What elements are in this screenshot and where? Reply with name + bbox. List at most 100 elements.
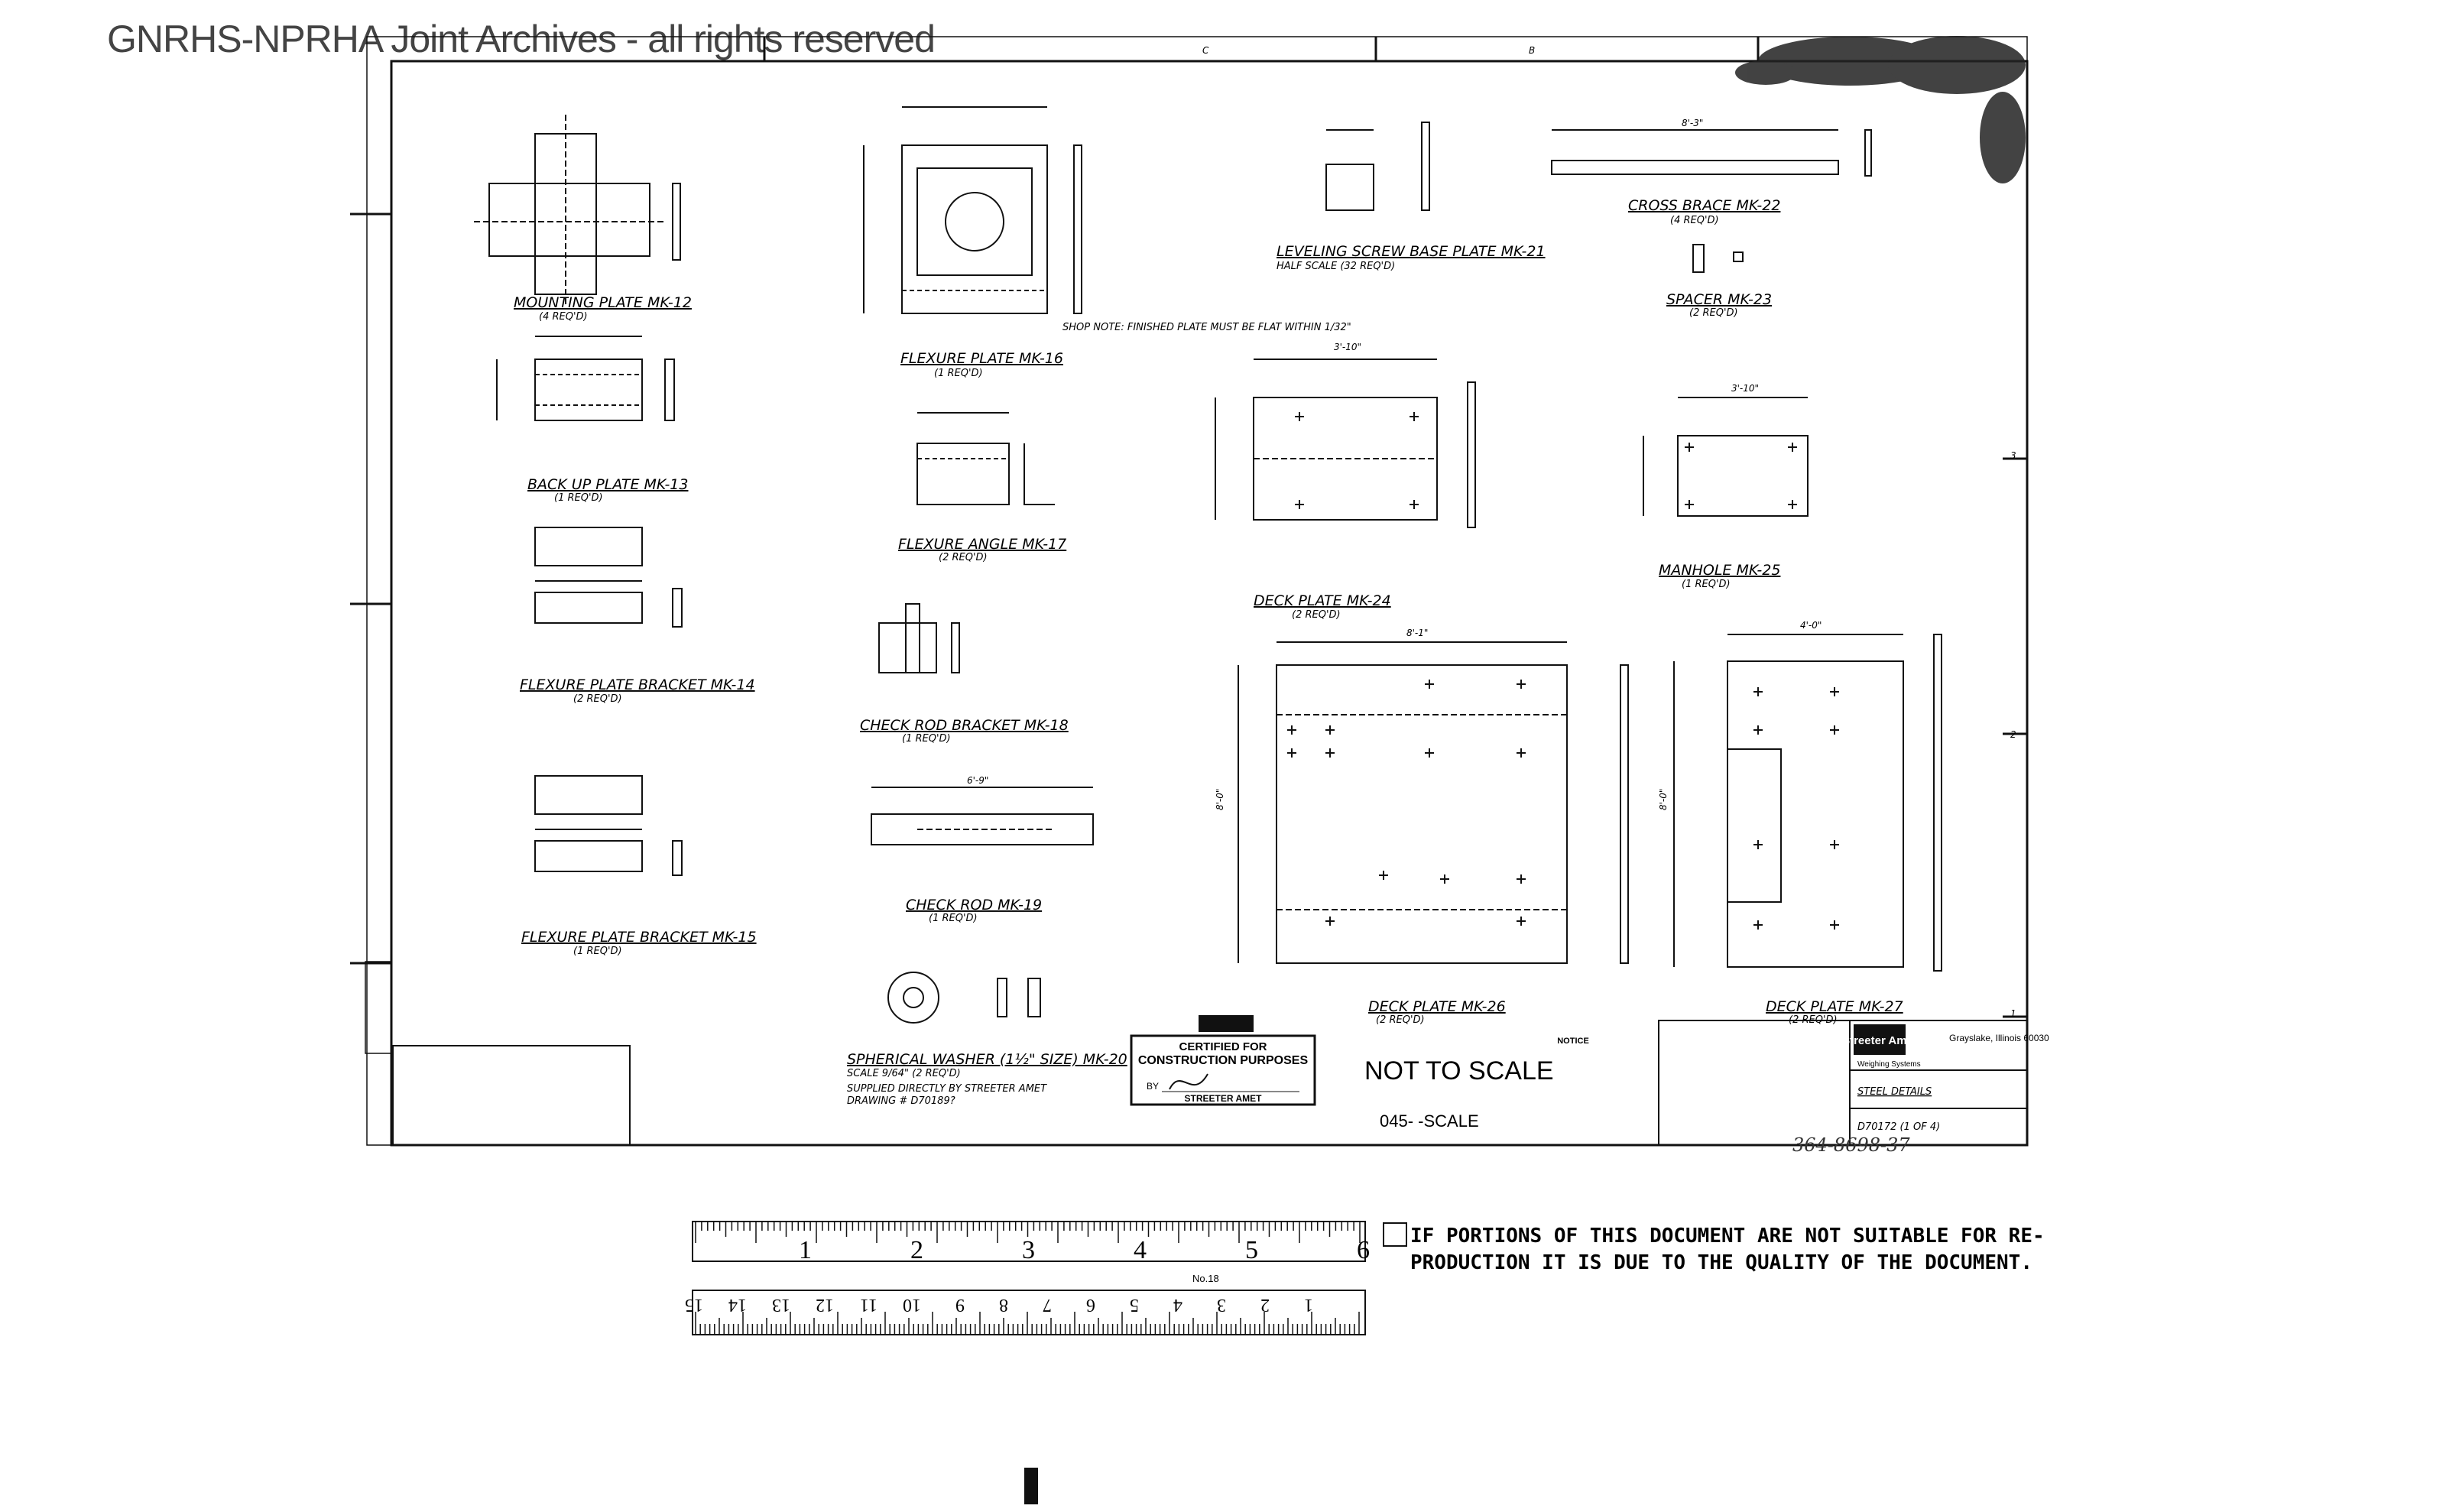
deck-plate-mk24-drawing xyxy=(1215,359,1476,528)
ruler-number: 5 xyxy=(1130,1295,1139,1315)
hole-marker xyxy=(1325,725,1335,735)
view-qty: (1 REQ'D) xyxy=(929,913,978,924)
quality-notice: IF PORTIONS OF THIS DOCUMENT ARE NOT SUI… xyxy=(1383,1222,2045,1274)
scan-smudge xyxy=(1735,36,2026,183)
hole-marker xyxy=(1517,874,1526,884)
ruler-number: 8 xyxy=(999,1295,1008,1315)
hole-marker xyxy=(1287,725,1296,735)
hole-marker xyxy=(1287,748,1296,758)
view-qty: (2 REQ'D) xyxy=(1376,1014,1425,1026)
view-qty: (2 REQ'D) xyxy=(1689,307,1738,319)
hole-marker xyxy=(1325,917,1335,926)
view-title: FLEXURE PLATE BRACKET MK-14 xyxy=(520,677,755,693)
view-title: SPHERICAL WASHER (1½" SIZE) MK-20 xyxy=(847,1051,1127,1068)
view-titles: MOUNTING PLATE MK-12 (4 REQ'D) FLEXURE P… xyxy=(514,197,1903,1079)
hole-marker xyxy=(1517,680,1526,689)
view-title: DECK PLATE MK-24 xyxy=(1254,592,1391,609)
dim-manhole-width: 3'-10" xyxy=(1731,383,1759,394)
ruler-number: 4 xyxy=(1134,1236,1147,1264)
view-title: CROSS BRACE MK-22 xyxy=(1628,197,1780,214)
ruler-number: 11 xyxy=(860,1295,878,1315)
dim-deck26-width: 8'-1" xyxy=(1406,628,1428,638)
left-strip xyxy=(365,961,392,1054)
svg-text:Grayslake, Illinois 60030: Grayslake, Illinois 60030 xyxy=(1949,1033,2049,1043)
ruler-number: 2 xyxy=(1260,1295,1270,1315)
view-title: CHECK ROD MK-19 xyxy=(906,897,1042,913)
dimension-labels: 8'-3" 3'-10" 3'-10" 8'-1" 4'-0" 8'-0" 8'… xyxy=(967,118,1822,810)
svg-text:Weighing Systems: Weighing Systems xyxy=(1857,1060,1921,1069)
ruler-number: 6 xyxy=(1086,1295,1095,1315)
dim-cross-brace-length: 8'-3" xyxy=(1682,118,1703,128)
view-qty: (1 REQ'D) xyxy=(902,733,951,745)
svg-text:CERTIFIED FOR: CERTIFIED FOR xyxy=(1179,1040,1267,1053)
spacer-mk23-drawing xyxy=(1692,244,1744,273)
view-title: CHECK ROD BRACKET MK-18 xyxy=(860,717,1069,734)
hole-marker xyxy=(1425,748,1434,758)
zone-number-3: 3 xyxy=(2010,450,2016,461)
ruler-maker-label: No.18 xyxy=(1192,1273,1219,1284)
check-rod-bracket-mk18-drawing xyxy=(878,603,960,673)
view-title: MOUNTING PLATE MK-12 xyxy=(514,294,692,311)
deck-plate-mk27-drawing xyxy=(1673,634,1942,972)
drawing-ref-note: DRAWING # D70189? xyxy=(847,1095,955,1107)
view-qty: (1 REQ'D) xyxy=(573,946,622,957)
handwritten-number: 364-8698-37 xyxy=(1792,1134,1910,1156)
hole-marker xyxy=(1753,920,1763,930)
view-title: DECK PLATE MK-26 xyxy=(1368,998,1506,1015)
ruler-number: 10 xyxy=(903,1295,921,1315)
check-rod-mk19-drawing xyxy=(871,787,1094,845)
view-title: FLEXURE ANGLE MK-17 xyxy=(898,536,1066,553)
view-title: FLEXURE PLATE MK-16 xyxy=(900,350,1063,367)
view-title: MANHOLE MK-25 xyxy=(1659,562,1780,579)
cross-brace-mk22-drawing xyxy=(1551,129,1872,177)
dim-check-rod-length: 6'-9" xyxy=(967,775,988,786)
ruler-number: 2 xyxy=(910,1236,923,1264)
ruler-number: 6 xyxy=(1357,1236,1370,1264)
not-to-scale-label: NOT TO SCALE xyxy=(1364,1056,1554,1085)
backup-plate-mk13-drawing xyxy=(496,336,675,421)
flexure-angle-mk17-drawing xyxy=(916,412,1055,505)
hole-marker xyxy=(1379,871,1388,880)
manhole-mk25-drawing xyxy=(1643,397,1809,517)
zone-letter-c: C xyxy=(1202,45,1209,56)
zone-letter-b: B xyxy=(1529,45,1535,56)
flexure-bracket-mk15-drawing xyxy=(534,775,683,876)
ruler-number: 3 xyxy=(1022,1236,1035,1264)
view-qty: (2 REQ'D) xyxy=(1292,609,1341,621)
view-title: BACK UP PLATE MK-13 xyxy=(527,476,688,493)
company-logo: Streeter Amet xyxy=(1842,1034,1917,1047)
view-title: FLEXURE PLATE BRACKET MK-15 xyxy=(521,929,757,946)
archive-watermark: GNRHS-NPRHA Joint Archives - all rights … xyxy=(107,18,936,60)
flexure-bracket-mk14-drawing xyxy=(534,527,683,628)
ruler-number: 3 xyxy=(1217,1295,1226,1315)
title-block: Streeter Amet Weighing Systems Grayslake… xyxy=(1658,1020,2049,1146)
hole-marker xyxy=(1753,725,1763,735)
zone-number-1: 1 xyxy=(2010,1008,2016,1019)
hole-marker xyxy=(1517,917,1526,926)
scan-mark xyxy=(1024,1468,1038,1504)
certification-stamp: CERTIFIED FOR CONSTRUCTION PURPOSES BY S… xyxy=(1130,1015,1316,1106)
hole-marker xyxy=(1830,920,1839,930)
spherical-washer-mk20-drawing xyxy=(887,972,1041,1024)
notice-block: NOTICE xyxy=(1557,1037,1589,1046)
drawing-number: D70172 (1 OF 4) xyxy=(1857,1121,1940,1133)
ruler-number: 14 xyxy=(728,1295,747,1315)
dim-deck26-height: 8'-0" xyxy=(1215,789,1225,810)
supplied-note: SUPPLIED DIRECTLY BY STREETER AMET xyxy=(847,1083,1047,1095)
ruler-number: 5 xyxy=(1245,1236,1258,1264)
zone-ticks xyxy=(350,37,2027,1018)
revision-block xyxy=(392,1045,631,1146)
mounting-plate-mk12-drawing xyxy=(474,115,681,306)
view-qty: (4 REQ'D) xyxy=(539,311,588,323)
dim-deck27-height: 8'-0" xyxy=(1658,789,1669,810)
view-qty: HALF SCALE (32 REQ'D) xyxy=(1277,261,1395,272)
hole-marker xyxy=(1295,500,1304,509)
zone-number-2: 2 xyxy=(2010,729,2016,740)
scale-code: 045- -SCALE xyxy=(1380,1111,1479,1131)
hole-marker xyxy=(1410,500,1419,509)
view-qty: (1 REQ'D) xyxy=(1682,579,1731,590)
ruler-number: 12 xyxy=(816,1295,834,1315)
leveling-plate-mk21-drawing xyxy=(1325,122,1430,211)
